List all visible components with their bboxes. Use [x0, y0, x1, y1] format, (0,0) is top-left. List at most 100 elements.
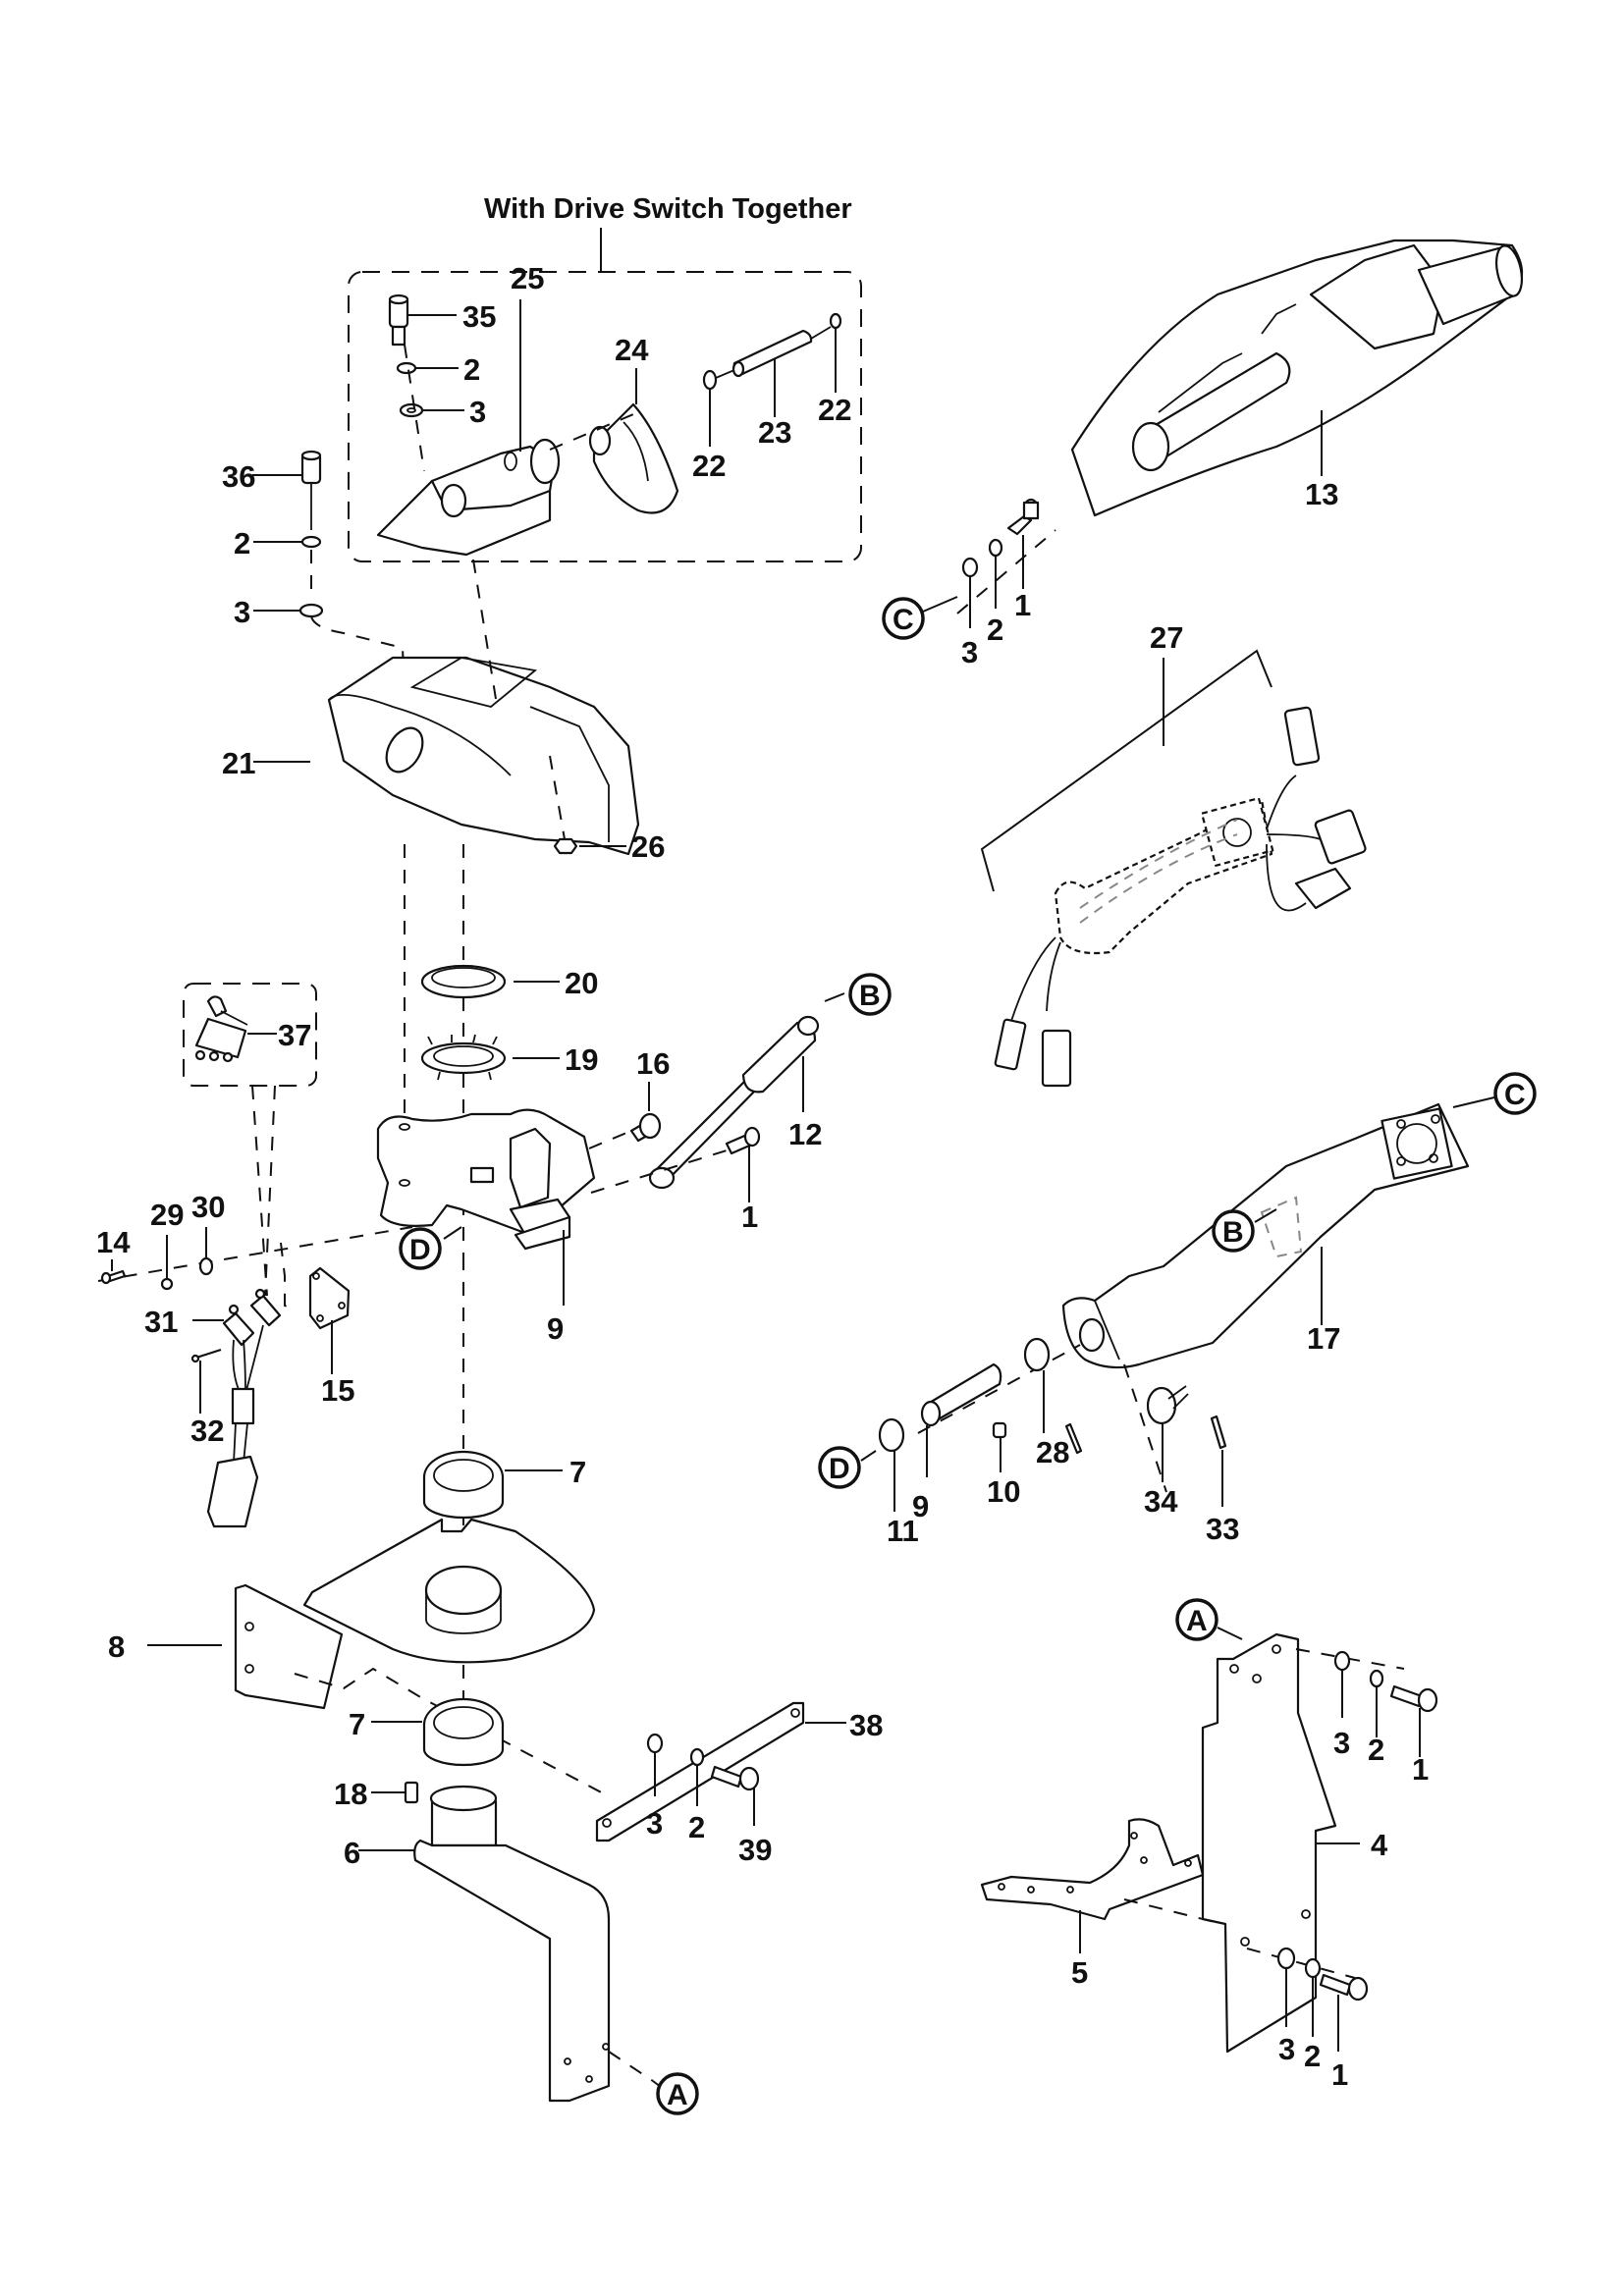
callout-6: 6	[344, 1836, 360, 1870]
pin-33	[1064, 1422, 1083, 1455]
bushing-9-b	[1023, 1337, 1051, 1372]
reference-B-arm: B	[1212, 1208, 1277, 1253]
callout-33: 33	[1206, 1512, 1239, 1546]
reference-C-arm: C	[1452, 1072, 1537, 1115]
set-screw-28	[992, 1421, 1007, 1439]
reference-D-bracket: D	[399, 1226, 462, 1270]
callout-8: 8	[108, 1629, 125, 1664]
callout-26: 26	[631, 829, 665, 864]
bushing-9-a	[878, 1417, 905, 1453]
switch-assembly-31	[206, 1288, 282, 1528]
callout-31: 31	[144, 1305, 178, 1339]
micro-switch-group-box	[183, 983, 317, 1087]
reference-D-arm: D	[818, 1446, 877, 1489]
pin-32	[190, 1348, 222, 1363]
screw-1c	[1389, 1684, 1438, 1713]
tab-washer-19	[420, 1034, 507, 1081]
callout-39: 39	[738, 1833, 772, 1867]
callout-22-b: 22	[818, 393, 851, 427]
callout-12: 12	[788, 1117, 822, 1151]
flat-washer-3	[399, 402, 424, 418]
lock-washer-2d	[689, 1747, 705, 1767]
callout-11: 17	[1307, 1321, 1340, 1356]
screw-1a	[1006, 498, 1040, 536]
callout-1b: 1	[741, 1200, 758, 1234]
callout-14: 14	[96, 1225, 131, 1259]
flat-washer-3c	[961, 557, 979, 578]
callout-3b: 3	[234, 595, 250, 629]
callout-3e: 3	[1333, 1726, 1350, 1760]
svg-text:B: B	[859, 980, 881, 1012]
screw-36	[300, 450, 322, 485]
callout-38: 38	[849, 1708, 883, 1742]
callout-35: 35	[462, 299, 496, 334]
screw-35	[388, 294, 409, 347]
lock-washer-2	[396, 361, 417, 375]
circlip-22-b	[829, 312, 842, 330]
circlip-22-a	[702, 369, 718, 391]
group-title: With Drive Switch Together	[484, 193, 852, 225]
callout-30: 30	[191, 1190, 225, 1224]
callout-2d: 2	[688, 1810, 705, 1844]
svg-text:C: C	[1504, 1079, 1526, 1111]
callout-1d: 1	[1331, 2057, 1348, 2092]
svg-text:D: D	[409, 1234, 431, 1266]
flat-washer-3e	[1333, 1650, 1351, 1672]
callout-18: 18	[334, 1777, 367, 1811]
micro-switch-37	[194, 995, 248, 1063]
callout-28: 10	[987, 1474, 1020, 1509]
nut-26	[553, 837, 578, 855]
svg-text:A: A	[1186, 1605, 1208, 1637]
callout-17: 9	[547, 1311, 564, 1346]
callout-24: 24	[615, 333, 649, 367]
flat-washer-3b	[298, 603, 324, 618]
pin-23	[731, 329, 813, 378]
reference-C-handle: C	[882, 596, 958, 640]
bar-38	[595, 1701, 805, 1842]
callout-9-b: 28	[1036, 1435, 1069, 1469]
mounting-plate-15	[308, 1266, 351, 1330]
callout-2: 2	[463, 352, 480, 387]
pivot-bracket-17	[376, 1108, 596, 1251]
callout-34: 34	[1144, 1484, 1178, 1519]
callout-3d: 3	[646, 1806, 663, 1841]
screw-39	[710, 1765, 760, 1791]
callout-16: 16	[636, 1046, 670, 1081]
reference-B-strut: B	[824, 973, 892, 1016]
locknut-20	[420, 964, 507, 999]
lock-washer-2e	[1369, 1669, 1384, 1688]
gas-strut-12	[648, 1015, 820, 1190]
callout-20: 20	[565, 966, 598, 1000]
screw-1b	[725, 1126, 761, 1155]
callout-2e: 2	[1368, 1733, 1384, 1767]
shaft-bracket-6	[413, 1785, 611, 2103]
callout-19: 19	[565, 1042, 598, 1077]
callout-13: 13	[1305, 477, 1338, 511]
lock-washer-2f	[1304, 1957, 1322, 1979]
washer-30	[198, 1256, 214, 1276]
callout-36: 36	[222, 459, 255, 494]
lock-washer-2c	[988, 538, 1003, 558]
callout-1c: 1	[1412, 1752, 1429, 1787]
bearing-7-a	[422, 1450, 505, 1520]
callout-29: 29	[150, 1198, 184, 1232]
bracket-5	[980, 1818, 1205, 1921]
callout-3c: 3	[961, 635, 978, 669]
svg-text:A: A	[667, 2079, 688, 2111]
callout-4: 4	[1371, 1828, 1388, 1862]
callout-23: 23	[758, 415, 791, 450]
base-plate-8	[234, 1518, 596, 1710]
svg-text:C: C	[893, 604, 914, 636]
reference-A-plate: A	[1175, 1598, 1243, 1641]
reference-A-shaft: A	[652, 2072, 699, 2115]
control-arm-11	[1061, 1102, 1470, 1369]
bearing-7-b	[422, 1697, 505, 1767]
callout-27: 27	[1150, 620, 1183, 655]
screw-14	[100, 1269, 127, 1285]
drive-switch-group-box	[348, 271, 862, 562]
svg-text:B: B	[1222, 1216, 1244, 1249]
flat-washer-3d	[646, 1733, 664, 1754]
callout-2b: 2	[234, 526, 250, 561]
flat-washer-3f	[1276, 1947, 1296, 1970]
